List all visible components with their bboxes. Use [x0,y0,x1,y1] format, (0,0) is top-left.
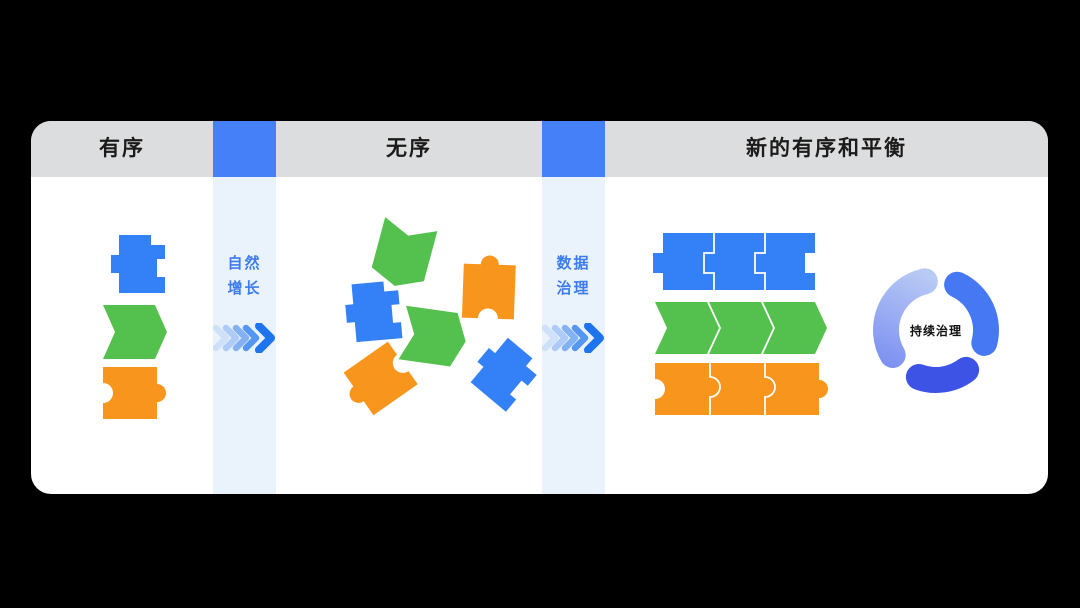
puzzle-piece-orange-icon [103,367,166,419]
header-stage-disordered: 无序 [386,137,432,160]
transition-label-line: 数据 [556,255,591,272]
diagram-card: 有序 无序 新的有序和平衡 自然 增长 数据 治理 [31,121,1048,494]
chevron-arrows-icon [212,323,275,353]
chevron-arrows-icon [541,323,604,353]
transition-label-line: 自然 [227,255,262,272]
header-stage-new-order: 新的有序和平衡 [746,137,907,160]
puzzle-row-green-icon [655,301,827,355]
transition-header-block-1 [213,121,276,177]
puzzle-piece-orange-icon [336,341,418,421]
transition-label-line: 治理 [556,280,591,297]
puzzle-row-orange-icon [655,363,828,415]
transition-label-data-governance: 数据 治理 [556,251,590,301]
ordered-puzzle-stack [103,235,167,419]
transition-band-data-governance: 数据 治理 [541,177,605,494]
puzzle-piece-orange-icon [461,254,517,320]
transition-header-block-2 [542,121,605,177]
scattered-puzzle-pieces [336,217,544,421]
puzzle-piece-blue-icon [343,280,403,343]
puzzle-piece-green-icon [368,217,438,293]
puzzle-row-blue-icon [653,233,815,290]
puzzle-piece-blue-icon [111,235,165,293]
puzzle-piece-green-icon [398,305,470,369]
header-stage-ordered: 有序 [99,137,145,160]
transition-label-line: 增长 [227,280,262,297]
ring-center-label: 持续治理 [909,324,962,338]
transition-label-natural-growth: 自然 增长 [227,251,261,301]
puzzle-piece-green-icon [103,305,167,359]
header-bar: 有序 无序 新的有序和平衡 [31,121,1048,177]
assembled-puzzle-rows [653,233,828,415]
transition-band-natural-growth: 自然 增长 [212,177,276,494]
puzzle-piece-blue-icon [464,332,544,412]
